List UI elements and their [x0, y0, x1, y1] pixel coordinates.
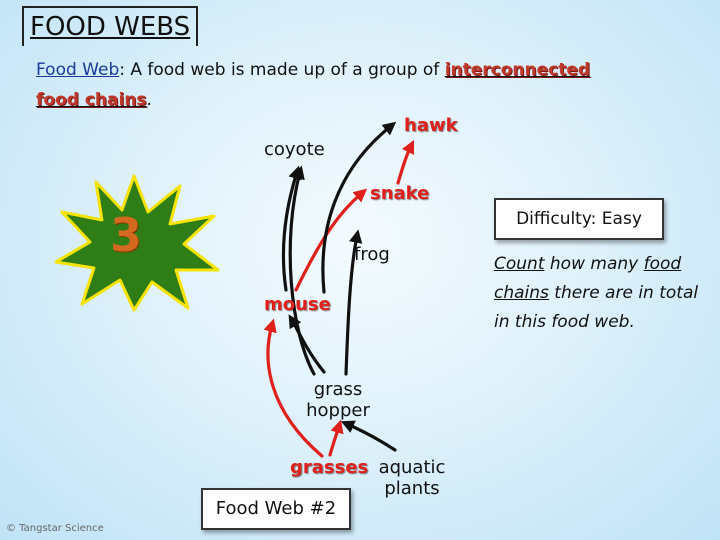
- arrow-grasshopper-to-frog: [344, 229, 363, 376]
- copyright-text: © Tangstar Science: [6, 523, 104, 534]
- blank-food-chains: food chains: [36, 90, 147, 110]
- arrow-grasshopper-to-coyote: [288, 165, 316, 376]
- badge-number: 3: [109, 208, 142, 262]
- arrow-grasses-to-mouse: [263, 318, 324, 458]
- arrow-snake-to-hawk: [396, 139, 415, 185]
- organism-aquatic-plants: aquatic plants: [374, 457, 450, 499]
- definition-line: Food Web: A food web is made up of a gro…: [36, 60, 590, 80]
- organism-mouse: mouse: [264, 294, 331, 315]
- instruction-verb: Count: [494, 254, 545, 274]
- instructions-text: Count how many food chains there are in …: [494, 254, 699, 332]
- arrow-grasshopper-to-mouse: [288, 314, 326, 374]
- aquatic-line-1: aquatic: [378, 457, 446, 478]
- blank-interconnected: interconnected: [444, 60, 591, 80]
- arrow-aquatic-to-grasshopper: [340, 420, 397, 452]
- difficulty-box: Difficulty: Easy: [494, 198, 664, 240]
- definition-term: Food Web: [36, 60, 120, 80]
- organism-frog: frog: [354, 244, 390, 265]
- arrow-frog-to-hawk: [321, 121, 397, 294]
- arrow-mouse-to-coyote: [281, 165, 302, 292]
- starburst-badge: [54, 174, 220, 312]
- definition-text: : A food web is made up of a group of: [119, 60, 445, 80]
- arrow-grasses-to-grasshopper: [328, 419, 344, 457]
- instruction-food-chains: food chains: [494, 254, 682, 303]
- grasshopper-line-2: hopper: [306, 399, 370, 421]
- organism-grasses: grasses: [290, 457, 369, 478]
- organism-coyote: coyote: [264, 139, 325, 160]
- organism-grasshopper: grass hopper: [302, 379, 374, 421]
- organism-snake: snake: [370, 183, 430, 204]
- page-title: FOOD WEBS: [22, 6, 199, 46]
- definition-period: .: [146, 90, 152, 110]
- food-web-label: Food Web #2: [201, 488, 351, 530]
- organism-hawk: hawk: [404, 115, 458, 136]
- definition-line-2: food chains.: [36, 90, 152, 110]
- aquatic-line-2: plants: [384, 477, 440, 499]
- grasshopper-line-1: grass: [313, 379, 363, 400]
- starburst-shape: [54, 174, 220, 312]
